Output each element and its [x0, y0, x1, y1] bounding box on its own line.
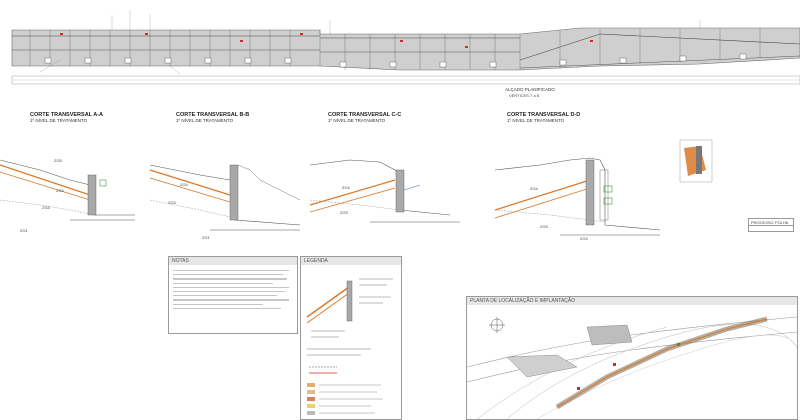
zone-label-b2: ZG3 [168, 200, 176, 205]
section-c-header: CORTE TRANSVERSAL C-C 1º NÍVEL DE TRATAM… [328, 112, 401, 123]
cross-sections [0, 139, 713, 236]
location-panel: PLANTA DE LOCALIZAÇÃO E IMPLANTAÇÃO [466, 296, 798, 420]
section-a-title: CORTE TRANSVERSAL A-A [30, 112, 104, 118]
zone-label-a2: ZG4 [56, 188, 64, 193]
section-d-sub: 1º NÍVEL DE TRATAMENTO [507, 118, 565, 123]
section-b-title: CORTE TRANSVERSAL B-B [176, 112, 250, 118]
section-c-sub: 1º NÍVEL DE TRATAMENTO [328, 118, 386, 123]
section-d-header: CORTE TRANSVERSAL D-D 1º NÍVEL DE TRATAM… [507, 112, 580, 123]
zone-label-c2: ZG3 [340, 210, 348, 215]
zone-label-d3: ZG3 [580, 236, 588, 241]
section-a-drawing [0, 159, 135, 221]
zone-label-b3: ZG1 [202, 235, 210, 240]
location-title: PLANTA DE LOCALIZAÇÃO E IMPLANTAÇÃO [467, 297, 797, 305]
zone-label-d2: ZG3 [540, 224, 548, 229]
section-b-header: CORTE TRANSVERSAL B-B 1º NÍVEL DE TRATAM… [176, 112, 249, 123]
notes-body [169, 265, 297, 314]
section-c-title: CORTE TRANSVERSAL C-C [328, 112, 402, 118]
zone-label-a4: ZG1 [20, 228, 28, 233]
detail-thumbnail [679, 139, 713, 183]
zone-label-a3: ZG3 [42, 205, 50, 210]
zone-label-c1: ZG4 [342, 185, 350, 190]
title-block: PROCESSO FOLHA [748, 218, 794, 232]
elevation-drawing [11, 10, 800, 85]
location-map [467, 316, 797, 419]
section-a-header: CORTE TRANSVERSAL A-A 1º NÍVEL DE TRATAM… [30, 112, 103, 123]
section-b-sub: 1º NÍVEL DE TRATAMENTO [176, 118, 234, 123]
section-a-sub: 1º NÍVEL DE TRATAMENTO [30, 118, 88, 123]
notes-title: NOTAS [169, 257, 297, 265]
legend-panel: LEGENDA [300, 256, 402, 420]
zone-label-d1: ZG4 [530, 186, 538, 191]
legend-diagram [306, 278, 393, 415]
section-b-drawing [149, 164, 301, 231]
elevation-label: ALÇADO PLANIFICADO [505, 87, 555, 92]
zone-label-b1: ZG4 [180, 182, 188, 187]
zone-label-a1: ZG5 [54, 158, 62, 163]
section-d-drawing [494, 157, 661, 236]
title-block-col1: PROCESSO [751, 220, 774, 225]
legend-title: LEGENDA [301, 257, 401, 265]
elevation-sub: VÉRTICES 7 a 8 [509, 93, 539, 98]
section-c-drawing [309, 159, 460, 223]
title-block-col2: FOLHA [775, 220, 789, 225]
section-d-title: CORTE TRANSVERSAL D-D [507, 112, 581, 118]
notes-panel: NOTAS [168, 256, 298, 334]
